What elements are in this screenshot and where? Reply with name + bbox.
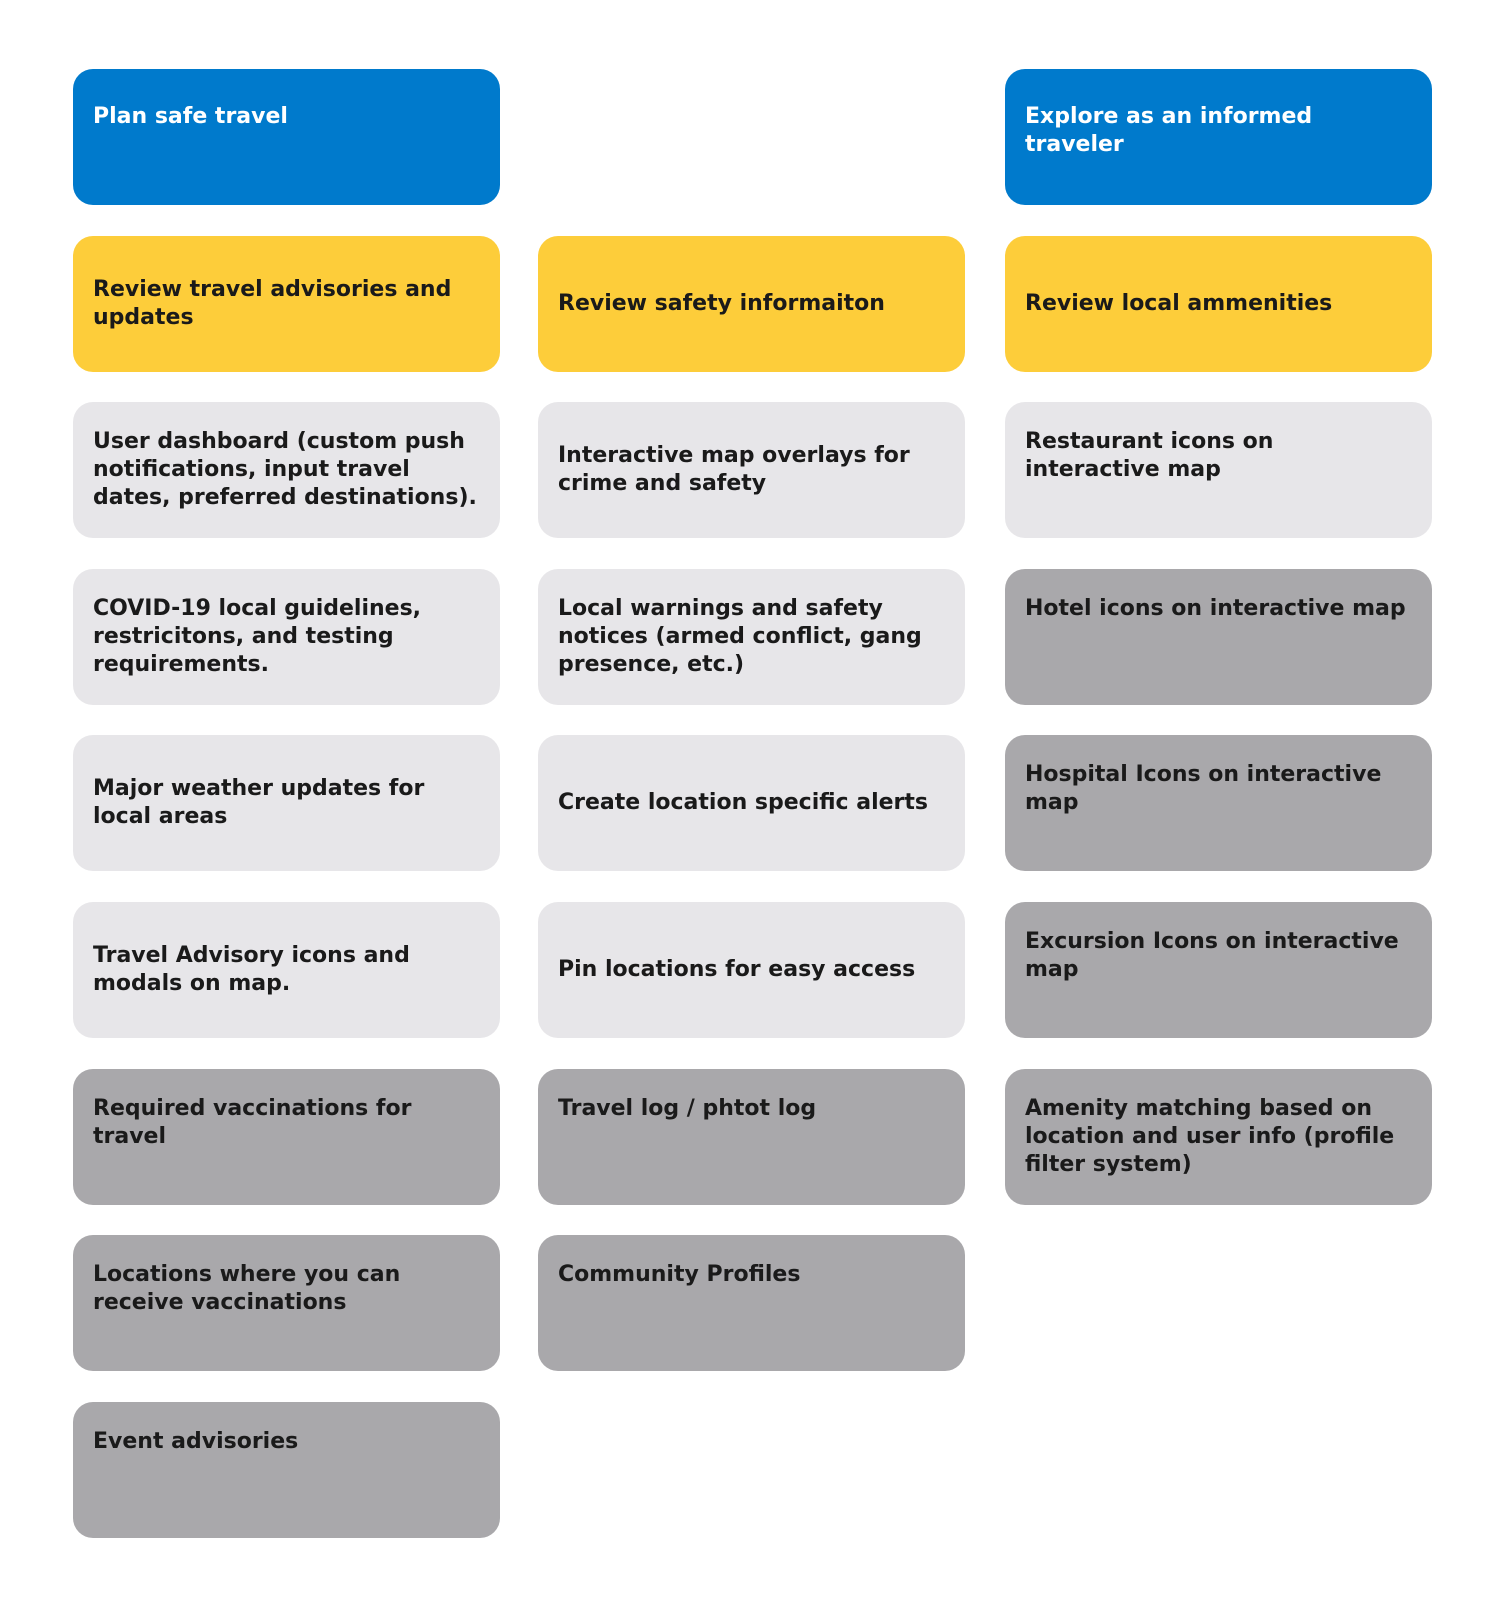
feature-label: Pin locations for easy access	[558, 957, 916, 982]
feature-label: Hospital Icons on interactive map	[1025, 762, 1382, 815]
feature-label: Community Profiles	[558, 1262, 801, 1287]
feature-location-alerts: Create location specific alerts	[538, 735, 965, 871]
feature-label: Amenity matching based on location and u…	[1025, 1096, 1395, 1177]
goal-explore-informed: Explore as an informed traveler	[1005, 69, 1432, 205]
activity-review-advisories: Review travel advisories and updates	[73, 236, 500, 372]
feature-local-warnings: Local warnings and safety notices (armed…	[538, 569, 965, 705]
feature-amenity-matching: Amenity matching based on location and u…	[1005, 1069, 1432, 1205]
activity-label: Review local ammenities	[1025, 291, 1333, 316]
feature-pin-locations: Pin locations for easy access	[538, 902, 965, 1038]
feature-excursion-icons: Excursion Icons on interactive map	[1005, 902, 1432, 1038]
feature-label: User dashboard (custom push notification…	[93, 429, 477, 510]
feature-travel-log: Travel log / phtot log	[538, 1069, 965, 1205]
feature-user-dashboard: User dashboard (custom push notification…	[73, 402, 500, 538]
feature-label: COVID-19 local guidelines, restricitons,…	[93, 596, 422, 677]
feature-hospital-icons: Hospital Icons on interactive map	[1005, 735, 1432, 871]
feature-label: Local warnings and safety notices (armed…	[558, 596, 922, 677]
feature-label: Excursion Icons on interactive map	[1025, 929, 1399, 982]
feature-weather-updates: Major weather updates for local areas	[73, 735, 500, 871]
feature-required-vaccinations: Required vaccinations for travel	[73, 1069, 500, 1205]
activity-label: Review travel advisories and updates	[93, 277, 452, 330]
feature-label: Hotel icons on interactive map	[1025, 596, 1406, 621]
feature-restaurant-icons: Restaurant icons on interactive map	[1005, 402, 1432, 538]
goal-label: Plan safe travel	[93, 104, 288, 129]
feature-event-advisories: Event advisories	[73, 1402, 500, 1538]
activity-label: Review safety informaiton	[558, 291, 885, 316]
feature-label: Event advisories	[93, 1429, 299, 1454]
goal-label: Explore as an informed traveler	[1025, 104, 1313, 157]
feature-label: Major weather updates for local areas	[93, 776, 425, 829]
feature-hotel-icons: Hotel icons on interactive map	[1005, 569, 1432, 705]
feature-covid-guidelines: COVID-19 local guidelines, restricitons,…	[73, 569, 500, 705]
feature-label: Travel log / phtot log	[558, 1096, 817, 1121]
activity-review-amenities: Review local ammenities	[1005, 236, 1432, 372]
feature-vaccination-locations: Locations where you can receive vaccinat…	[73, 1235, 500, 1371]
feature-label: Locations where you can receive vaccinat…	[93, 1262, 401, 1315]
feature-advisory-icons: Travel Advisory icons and modals on map.	[73, 902, 500, 1038]
activity-review-safety: Review safety informaiton	[538, 236, 965, 372]
feature-community-profiles: Community Profiles	[538, 1235, 965, 1371]
feature-label: Create location specific alerts	[558, 790, 929, 815]
feature-label: Travel Advisory icons and modals on map.	[93, 943, 410, 996]
feature-label: Required vaccinations for travel	[93, 1096, 412, 1149]
feature-label: Interactive map overlays for crime and s…	[558, 443, 910, 496]
feature-crime-overlays: Interactive map overlays for crime and s…	[538, 402, 965, 538]
goal-plan-safe-travel: Plan safe travel	[73, 69, 500, 205]
feature-label: Restaurant icons on interactive map	[1025, 429, 1274, 482]
